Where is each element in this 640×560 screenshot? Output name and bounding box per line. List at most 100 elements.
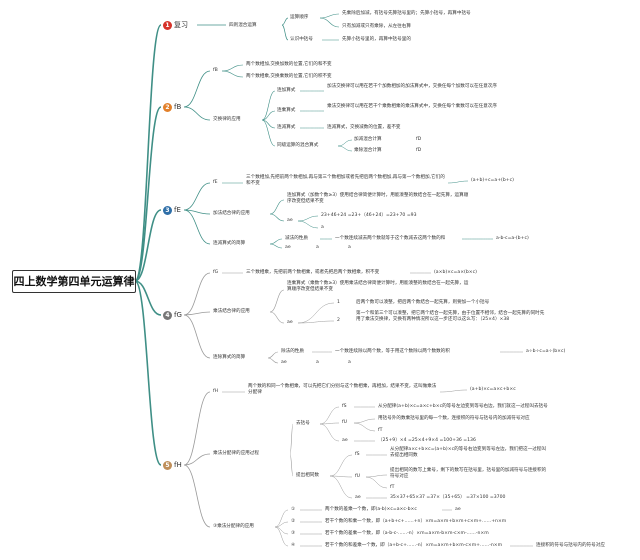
connector-line xyxy=(183,464,211,528)
branch-2-label: fB xyxy=(174,103,182,111)
b4-example-tag: ae xyxy=(287,320,293,325)
b5-ex-example: 35×37+65×37 =37×（35+65） =37×100 =3700 xyxy=(390,495,506,500)
b1-order-rule-2: 只有加减或只有乘除，从左往右算 xyxy=(342,24,411,29)
connector-line xyxy=(353,418,376,424)
b4-div-example-tag: ae xyxy=(281,360,287,365)
branch-5-number-badge: 5 xyxy=(163,461,172,470)
b5-extract: 提出相同数 xyxy=(296,473,319,478)
connector-line xyxy=(183,209,211,215)
connector-line xyxy=(274,509,289,528)
b4-case-2-num: 2 xyxy=(337,318,340,323)
connector-line xyxy=(274,521,289,528)
b4-div-property-text: 一个数连续除以两个数，等于用这个数除以两个数数的积 xyxy=(335,349,450,354)
branch-5-label: fH xyxy=(174,461,182,469)
b3-sub-simplify: 连减算式的简算 xyxy=(213,241,246,246)
b4-apply: 乘法结合律的应用 xyxy=(213,309,250,314)
branch-3-number-badge: 3 xyxy=(163,206,172,215)
connector-line xyxy=(319,406,340,425)
b2-def-add: 两个数相加,交换加数的位置,它们的和不变 xyxy=(246,62,332,67)
branch-1-head: 1 复习 xyxy=(163,21,188,30)
b5-ext-3: 若干个数的差乘一个数，即（a-b-c-……-n）×m=a×m-b×m-c×m-…… xyxy=(325,531,489,536)
connector-line xyxy=(261,110,276,121)
connector-line xyxy=(337,139,353,147)
connector-line xyxy=(261,119,276,147)
b5-ex-tag-3: fT xyxy=(390,485,395,490)
connector-line xyxy=(183,453,211,466)
connector-line xyxy=(365,476,388,489)
b5-ext-4: 若干个数的和差乘一个数，即（a+b-c+……-n）×m=a×m+b×m-c×m+… xyxy=(325,543,503,548)
connector-line xyxy=(261,90,276,121)
branch-2-head: 2 fB xyxy=(163,103,181,112)
b5-def: fH xyxy=(213,389,219,394)
connector-line xyxy=(297,215,319,222)
b3-example-x: a xyxy=(321,225,324,230)
b5-rb-example: （25+9）×4 =25×4+9×4 =100+36 =136 xyxy=(378,438,476,443)
branch-1-topic: 四则混合运算 xyxy=(229,23,257,28)
b3-sub-example-b: a xyxy=(348,245,351,250)
branch-1-label: 复习 xyxy=(174,21,188,29)
b5-ex-tag-2: fU xyxy=(355,474,360,479)
b2-mixed-add: 加减混合计算 xyxy=(354,137,382,142)
connector-line xyxy=(329,454,353,477)
b5-ex-1: 从分配律a×c+b×c=(a+b)×c的等号右边变到等号左边，我们把这一过程叫去… xyxy=(390,447,546,458)
connector-line xyxy=(439,389,468,393)
b5-rb-tag-3: fT xyxy=(378,428,383,433)
b5-rb-2: 用括号外的数乘括号里的每一个数，连接积的符号与括号内的加减符号对应 xyxy=(378,416,530,421)
b4-case-2: 第一个和第三个可以凑整，把它两个结合一起先算，由于位置不相邻，结合一起先算的同时… xyxy=(356,311,545,322)
branch-4-number-badge: 4 xyxy=(163,311,172,320)
b5-ext-1: 两个数的差乘一个数，即(a-b)×c=a×c-b×c xyxy=(325,507,417,512)
b3-def-text: 三个数相加,先把前两个数相加,再与第三个数相加或者先把后两个数相加,再与第一个数… xyxy=(246,175,445,186)
connector-line xyxy=(269,199,285,215)
b3-sub-property: 减法的性质 xyxy=(285,236,308,241)
connector-line xyxy=(319,423,340,442)
connector-line xyxy=(297,220,319,229)
branch-1-number-badge: 1 xyxy=(163,21,172,30)
connector-line xyxy=(329,475,353,478)
branch-4-head: 4 fG xyxy=(163,311,182,320)
b3-def-formula: (a+b)+c=a+(b+c) xyxy=(471,178,514,183)
b5-extend: ③乘法分配律的应用 xyxy=(213,524,254,529)
b3-sub-example-a: a xyxy=(316,245,319,250)
b5-ext-4-note: 连接积的符号与括号内的符号对应 xyxy=(536,543,605,548)
connector-line xyxy=(183,314,211,359)
root-branch-line-5 xyxy=(134,280,162,466)
b1-brackets-rule: 先算小括号里的，再算中括号里的 xyxy=(342,37,411,42)
connector-line xyxy=(269,289,285,313)
connector-line xyxy=(319,17,340,28)
connector-line xyxy=(183,182,211,211)
connector-line xyxy=(183,391,211,466)
b4-def-formula: (a×b)×c=a×(b×c) xyxy=(434,270,477,275)
b1-brackets: 认识中括号 xyxy=(290,37,313,42)
b1-order-rule-1: 先乘除后加减，有括号先算括号里的；先算小括号，再算中括号 xyxy=(342,11,471,16)
connector-line xyxy=(269,238,283,245)
b3-apply: 加法结合律的应用 xyxy=(213,211,250,216)
b5-remove-brackets: 去括号 xyxy=(296,421,310,426)
b2-mul: 连乘算式 xyxy=(277,108,296,113)
connector-line xyxy=(269,213,285,222)
b2-mixed-mul: 乘除混合计算 xyxy=(354,148,382,153)
b2-add-text: 加法交换律可以用在若干个加数相加的加法算式中，交换任每个加数可以在任意次序 xyxy=(327,84,497,89)
branch-3-label: fE xyxy=(174,206,181,214)
b4-div-property: 除法的性质 xyxy=(281,349,304,354)
connector-line xyxy=(297,302,335,324)
branch-3-head: 3 fE xyxy=(163,206,181,215)
b5-ext-2: 若干个数的和乘一个数，即（a+b+c+……+n）×m=a×m+b×m+c×m+…… xyxy=(325,519,507,524)
connector-line xyxy=(183,209,211,245)
b5-ext-2-num: ② xyxy=(291,519,296,524)
connector-line xyxy=(297,320,335,324)
connector-line xyxy=(329,475,353,499)
b4-apply-text: 连乘算式（乘数个数≥3）使用乘法结合律简便计算时，用能凑整的数结合在一起先算，运… xyxy=(287,281,469,292)
b2-mul-text: 乘法交换律可以用在若干个乘数相乘的乘法算式中，交换任每个乘数可以在任意次序 xyxy=(327,104,497,109)
b4-div-example-a: a xyxy=(316,360,319,365)
connector-line xyxy=(353,422,376,432)
b4-div-property-formula: a÷b÷c=a÷(b×c) xyxy=(526,349,566,354)
b2-sub-text: 连减算式，交换减数的位置，差不变 xyxy=(327,125,401,130)
root-branch-line-2 xyxy=(134,106,162,282)
b2-mixed-add-ref: fD xyxy=(416,137,422,142)
b5-ext-4-num: ④ xyxy=(291,543,296,548)
b5-ext-3-num: ③ xyxy=(291,531,296,536)
b3-def: fE xyxy=(213,180,218,185)
b2-def: fB xyxy=(213,68,218,73)
root-branch-line-4 xyxy=(134,280,162,316)
